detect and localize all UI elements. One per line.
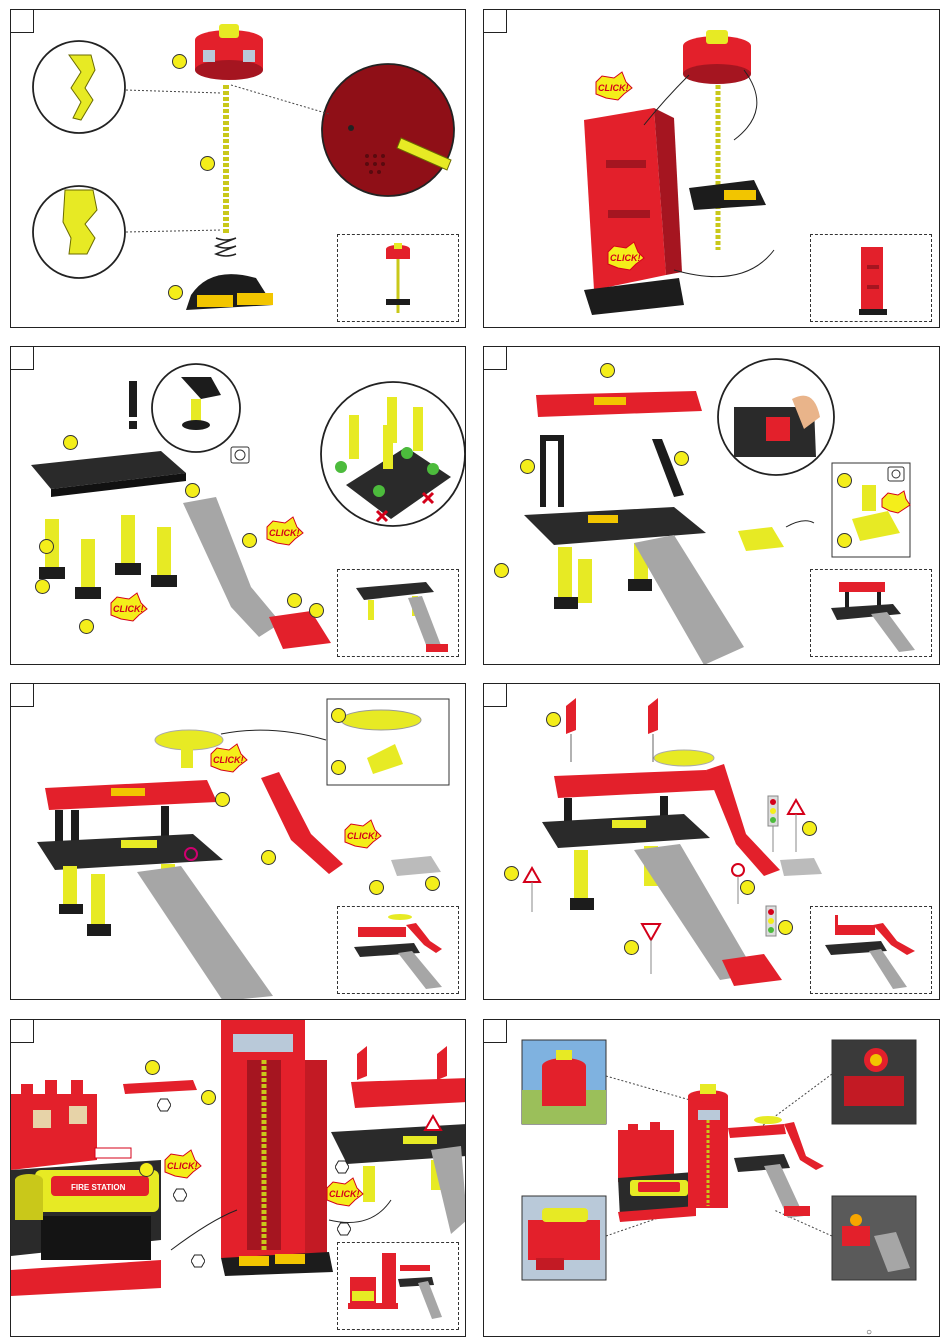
svg-text:CLICK!: CLICK!	[347, 831, 378, 841]
callout-dot	[79, 619, 94, 634]
support-posts-icon	[540, 435, 564, 507]
callout-dot	[139, 1162, 154, 1177]
step-number-box	[484, 347, 507, 370]
svg-text:CLICK!: CLICK!	[167, 1161, 198, 1171]
step-panel-5: CLICK! CLICK!	[10, 683, 466, 1000]
callout-dot	[39, 539, 54, 554]
hex-nut-icon	[337, 1222, 351, 1236]
svg-text:CLICK!: CLICK!	[598, 83, 629, 93]
callout-dot	[145, 1060, 160, 1075]
callout-dot	[331, 760, 346, 775]
callout-dot	[309, 603, 324, 618]
callout-dot	[369, 880, 384, 895]
photo-garage-interior-icon	[832, 1040, 916, 1124]
step-preview-box	[337, 906, 459, 994]
assembled-playset-icon	[618, 1084, 824, 1222]
step-number-box	[11, 347, 34, 370]
step-panel-6	[483, 683, 940, 1000]
callout-dot	[425, 876, 440, 891]
callout-dot	[494, 563, 509, 578]
callout-dot	[778, 920, 793, 935]
photo-car-station-icon	[522, 1196, 606, 1280]
check-icon	[335, 461, 347, 473]
hex-nut-icon	[335, 1160, 349, 1174]
callout-dot	[546, 712, 561, 727]
photo-tower-top-icon	[522, 1040, 606, 1124]
ramp-icon	[183, 497, 281, 637]
step-preview-box	[810, 569, 932, 657]
step-panel-4	[483, 346, 940, 665]
callout-dot	[63, 435, 78, 450]
callout-dot	[331, 708, 346, 723]
warning-icon	[129, 381, 137, 417]
svg-text:CLICK!: CLICK!	[213, 755, 244, 765]
step-panel-2: CLICK! CLICK!	[483, 9, 940, 328]
step-number-box	[11, 1020, 34, 1043]
callout-dot	[520, 459, 535, 474]
callout-dot	[287, 593, 302, 608]
callout-dot	[504, 866, 519, 881]
rotate-icon	[231, 447, 249, 463]
step-number-box	[11, 684, 34, 707]
callout-dot	[624, 940, 639, 955]
callout-dot	[261, 850, 276, 865]
callout-dot	[215, 792, 230, 807]
step-panel-8	[483, 1019, 940, 1337]
zoom-cap-inside-icon	[322, 64, 454, 196]
barrier-piece-icon	[738, 527, 784, 551]
callout-dot	[600, 363, 615, 378]
svg-text:CLICK!: CLICK!	[329, 1189, 360, 1199]
callout-dot	[35, 579, 50, 594]
panel-8-illustration	[484, 1020, 940, 1337]
callout-dot	[837, 533, 852, 548]
step-preview-box	[810, 906, 932, 994]
step-panel-1	[10, 9, 466, 328]
hex-nut-icon	[191, 1254, 205, 1268]
callout-dot	[185, 483, 200, 498]
step-preview-box	[337, 1242, 459, 1330]
callout-dot	[242, 533, 257, 548]
callout-dot	[740, 880, 755, 895]
step-panel-7: FIRE STATION CLICK! CLICK!	[10, 1019, 466, 1337]
callout-dot	[172, 54, 187, 69]
step-preview-box	[337, 569, 459, 657]
rotate-icon	[888, 467, 904, 481]
callout-dot	[200, 156, 215, 171]
callout-dot	[674, 451, 689, 466]
flags-icon	[566, 698, 576, 734]
callout-dot	[837, 473, 852, 488]
hex-nut-icon	[173, 1188, 187, 1202]
hex-nut-icon	[157, 1098, 171, 1112]
callout-dot	[802, 821, 817, 836]
fire-station-building-icon	[11, 1080, 97, 1170]
svg-text:FIRE STATION: FIRE STATION	[71, 1183, 126, 1192]
svg-text:CLICK!: CLICK!	[610, 253, 641, 263]
svg-text:CLICK!: CLICK!	[269, 528, 300, 538]
road-signs-icon	[788, 800, 804, 814]
photo-playset-night-icon	[832, 1196, 916, 1280]
step-preview-box	[337, 234, 459, 322]
step-number-box	[484, 1020, 507, 1043]
helipad-icon	[341, 710, 421, 730]
step-panel-3: CLICK! CLICK!	[10, 346, 466, 665]
page-footer-mark: ○	[866, 1327, 872, 1338]
callout-dot	[168, 285, 183, 300]
callout-dot	[201, 1090, 216, 1105]
step-number-box	[11, 10, 34, 33]
step-preview-box	[810, 234, 932, 322]
svg-text:CLICK!: CLICK!	[113, 604, 144, 614]
spring-icon	[216, 238, 236, 256]
step-number-box	[484, 684, 507, 707]
step-number-box	[484, 10, 507, 33]
